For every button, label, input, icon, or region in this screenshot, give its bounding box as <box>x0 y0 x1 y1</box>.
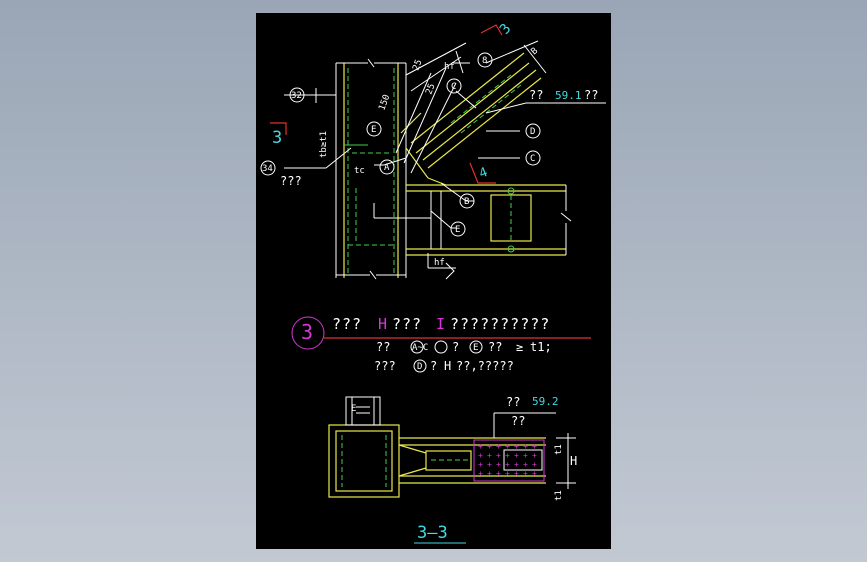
section-title: 3—3 <box>417 523 448 543</box>
bolt-mark: + <box>496 460 501 469</box>
bolt-mark: + <box>514 451 519 460</box>
section-label-3: 3 <box>272 128 282 148</box>
callout-tags <box>260 52 541 373</box>
ref-post-1: ?? <box>584 88 598 102</box>
bolt-mark: + <box>505 451 510 460</box>
label-c-top: C <box>451 82 456 92</box>
beam <box>406 184 572 256</box>
bolt-mark: + <box>514 460 519 469</box>
drawing-sheet: E A C 8 D C B E 32 34 25 25 150 B hf hf … <box>256 13 611 549</box>
bolt-mark: + <box>532 460 537 469</box>
bolt-mark: + <box>532 442 537 451</box>
title-h: H <box>378 315 387 333</box>
dim-25b: 25 <box>424 82 437 96</box>
ref-59-1: 59.1 <box>555 89 582 102</box>
bolt-mark: + <box>523 460 528 469</box>
bolt-mark: + <box>523 442 528 451</box>
label-d: D <box>530 127 535 137</box>
label-hf-top: hf <box>444 62 455 72</box>
note-line2-ge: ≥ <box>516 340 523 354</box>
note-line2-t1: t1; <box>530 340 552 354</box>
label-34: 34 <box>262 164 273 174</box>
bolt-mark: + <box>478 451 483 460</box>
label-32: 32 <box>291 91 302 101</box>
bolt-mark: + <box>505 469 510 478</box>
section-3-3-drawing <box>328 396 576 498</box>
note-line2-a: ?? <box>376 340 390 354</box>
bolt-mark: + <box>523 469 528 478</box>
bolt-mark: + <box>514 442 519 451</box>
bolt-mark: + <box>478 469 483 478</box>
bolt-mark: + <box>514 469 519 478</box>
bolt-mark: + <box>496 442 501 451</box>
text-unk-left: ??? <box>280 174 302 188</box>
note-line3-b: ? <box>430 359 437 373</box>
title-part-c: ?????????? <box>450 315 550 333</box>
bolt-mark: + <box>487 460 492 469</box>
ref-59-2: 59.2 <box>532 395 559 408</box>
label-8: 8 <box>482 56 487 66</box>
note-line3-h: H <box>444 359 451 373</box>
bolt-mark: + <box>523 451 528 460</box>
ref-pre-2: ?? <box>506 395 520 409</box>
label-tc: tc <box>354 166 365 176</box>
label-hf-bottom: hf <box>434 258 445 268</box>
bolt-mark: + <box>532 469 537 478</box>
bolt-grid: ++++++++++++++++++++++++++++ <box>478 442 537 478</box>
bolt-mark: + <box>496 451 501 460</box>
label-a: A <box>384 163 390 173</box>
label-c: C <box>530 154 535 164</box>
ref-pre-1: ?? <box>529 88 543 102</box>
label-e: E <box>455 225 460 235</box>
dim-b: B <box>530 46 541 57</box>
brace <box>400 40 547 186</box>
leaders <box>284 50 606 280</box>
note-line3-d: D <box>417 362 422 372</box>
column <box>335 58 407 280</box>
bolt-mark: + <box>532 451 537 460</box>
bolt-mark: + <box>487 451 492 460</box>
bolt-mark: + <box>496 469 501 478</box>
bolt-mark: + <box>487 442 492 451</box>
note-line3-c: ??,????? <box>456 359 514 373</box>
note-line2-range: A~C <box>412 343 428 353</box>
dim-25a: 25 <box>411 58 424 72</box>
note-line2-e: E <box>473 343 478 353</box>
note-line2-c: ?? <box>488 340 502 354</box>
label-e-top: E <box>371 125 376 135</box>
bolt-mark: + <box>487 469 492 478</box>
dim-H: H <box>570 454 577 468</box>
section-marks <box>270 24 503 184</box>
note-line3-a: ??? <box>374 359 396 373</box>
title-part-b: ??? <box>392 315 422 333</box>
detail-number: 3 <box>301 320 313 344</box>
cad-drawing: E A C 8 D C B E 32 34 25 25 150 B hf hf … <box>260 21 606 544</box>
bolt-mark: + <box>505 442 510 451</box>
dim-150: 150 <box>377 93 392 112</box>
dim-t1-bottom: t1 <box>554 490 564 501</box>
note-line2-b: ? <box>452 340 459 354</box>
bolt-mark: + <box>478 460 483 469</box>
title-i: I <box>436 315 445 333</box>
section-label-3-top: 3 <box>497 21 515 38</box>
bolt-mark: + <box>478 442 483 451</box>
dim-t1-top: t1 <box>554 444 564 455</box>
arrow-label-4: 4 <box>477 165 490 182</box>
label-tb: tb≥t1 <box>319 131 329 158</box>
bolt-mark: + <box>505 460 510 469</box>
plate-label: E <box>351 404 356 414</box>
ref-b-2: ?? <box>511 414 525 428</box>
title-part-a: ??? <box>332 315 362 333</box>
label-b: B <box>464 197 469 207</box>
